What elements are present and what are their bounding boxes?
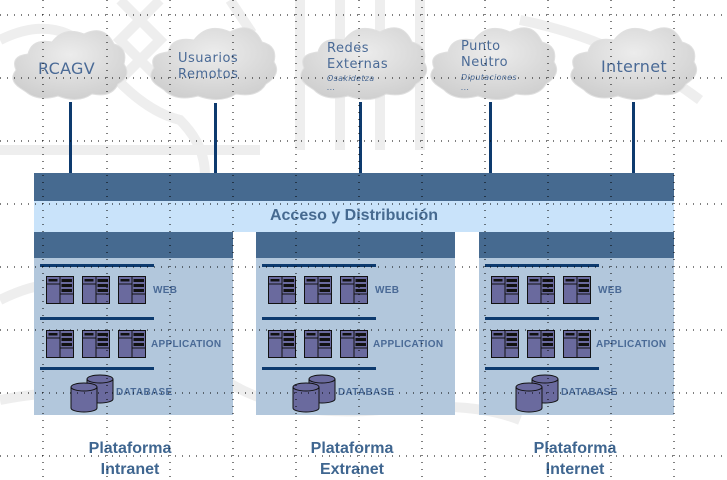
- cloud-label-line1: Usuarios: [178, 51, 239, 66]
- access-bus-bar: [34, 173, 674, 201]
- platform-internet: WEB APPLICATION DATABASE: [479, 232, 674, 415]
- application-server-icon: [46, 330, 74, 358]
- connector-rcagv: [69, 102, 72, 174]
- platform-header: [479, 232, 674, 258]
- cloud-icon: [12, 30, 128, 100]
- cloud-ellipsis: ...: [461, 83, 470, 92]
- connector-redes-externas: [359, 102, 362, 174]
- tier-label-web: WEB: [598, 285, 623, 296]
- tier-divider: [40, 367, 154, 370]
- database-icon: [292, 374, 336, 418]
- tier-label-database: DATABASE: [116, 387, 173, 398]
- platform-caption-line1: Plataforma: [88, 440, 172, 457]
- web-server-icon: [491, 276, 519, 304]
- cloud-icon: [430, 27, 558, 100]
- cloud-redes-externas: Redes Externas Osakidetza ...: [296, 14, 430, 104]
- platform-header: [256, 232, 455, 258]
- access-distribution-label: Acceso y Distribución: [269, 207, 439, 224]
- web-server-icon: [46, 276, 74, 304]
- web-server-icon: [118, 276, 146, 304]
- connector-punto-neutro: [489, 102, 492, 174]
- cloud-label: Internet: [601, 57, 667, 76]
- tier-divider: [485, 367, 599, 370]
- web-server-icon: [268, 276, 296, 304]
- application-server-icon: [340, 330, 368, 358]
- cloud-punto-neutro: Punto Neutro Diputaciones ...: [426, 14, 560, 104]
- application-server-icon: [82, 330, 110, 358]
- database-icon: [515, 374, 559, 418]
- access-distribution-layer: Acceso y Distribución: [34, 201, 674, 232]
- cloud-label-line1: Redes: [327, 41, 369, 56]
- platform-intranet: WEB APPLICATION DATABASE: [34, 232, 233, 415]
- cloud-internet: Internet: [566, 16, 700, 104]
- platform-caption-line1: Plataforma: [310, 440, 394, 457]
- platform-caption-line1: Plataforma: [533, 440, 617, 457]
- connector-usuarios-remotos: [214, 103, 217, 174]
- tier-label-application: APPLICATION: [596, 339, 667, 350]
- application-server-icon: [268, 330, 296, 358]
- cloud-usuarios-remotos: Usuarios Remotos: [146, 16, 280, 104]
- platform-header: [34, 232, 233, 258]
- cloud-icon: [300, 27, 428, 100]
- platform-extranet: WEB APPLICATION DATABASE: [256, 232, 455, 415]
- cloud-label-line2: Remotos: [178, 67, 239, 82]
- cloud-icon: [570, 27, 698, 100]
- tier-label-application: APPLICATION: [151, 339, 222, 350]
- application-server-icon: [118, 330, 146, 358]
- tier-label-application: APPLICATION: [373, 339, 444, 350]
- tier-divider: [262, 317, 376, 320]
- web-server-icon: [304, 276, 332, 304]
- cloud-label-line2: Externas: [327, 57, 389, 72]
- tier-divider: [40, 264, 154, 267]
- web-server-icon: [82, 276, 110, 304]
- platform-caption-line2: Intranet: [100, 461, 160, 478]
- application-server-icon: [304, 330, 332, 358]
- tier-divider: [262, 367, 376, 370]
- application-server-icon: [491, 330, 519, 358]
- platform-caption-line2: Extranet: [319, 461, 385, 478]
- tier-divider: [262, 264, 376, 267]
- cloud-label: RCAGV: [38, 59, 95, 78]
- tier-label-web: WEB: [153, 285, 178, 296]
- tier-divider: [485, 317, 599, 320]
- web-server-icon: [527, 276, 555, 304]
- cloud-ellipsis: ...: [327, 83, 336, 92]
- cloud-sublabel: Diputaciones: [461, 73, 517, 82]
- web-server-icon: [563, 276, 591, 304]
- web-server-icon: [340, 276, 368, 304]
- tier-label-database: DATABASE: [338, 387, 395, 398]
- platform-caption-line2: Internet: [545, 461, 605, 478]
- tier-label-web: WEB: [375, 285, 400, 296]
- cloud-label-line1: Punto: [461, 39, 501, 54]
- tier-divider: [40, 317, 154, 320]
- tier-divider: [485, 264, 599, 267]
- cloud-sublabel: Osakidetza: [327, 74, 375, 83]
- application-server-icon: [527, 330, 555, 358]
- database-icon: [70, 374, 114, 418]
- cloud-label-line2: Neutro: [461, 55, 509, 70]
- tier-label-database: DATABASE: [561, 387, 618, 398]
- cloud-icon: [150, 27, 278, 100]
- application-server-icon: [563, 330, 591, 358]
- connector-internet: [632, 102, 635, 174]
- cloud-rcagv: RCAGV: [8, 18, 130, 103]
